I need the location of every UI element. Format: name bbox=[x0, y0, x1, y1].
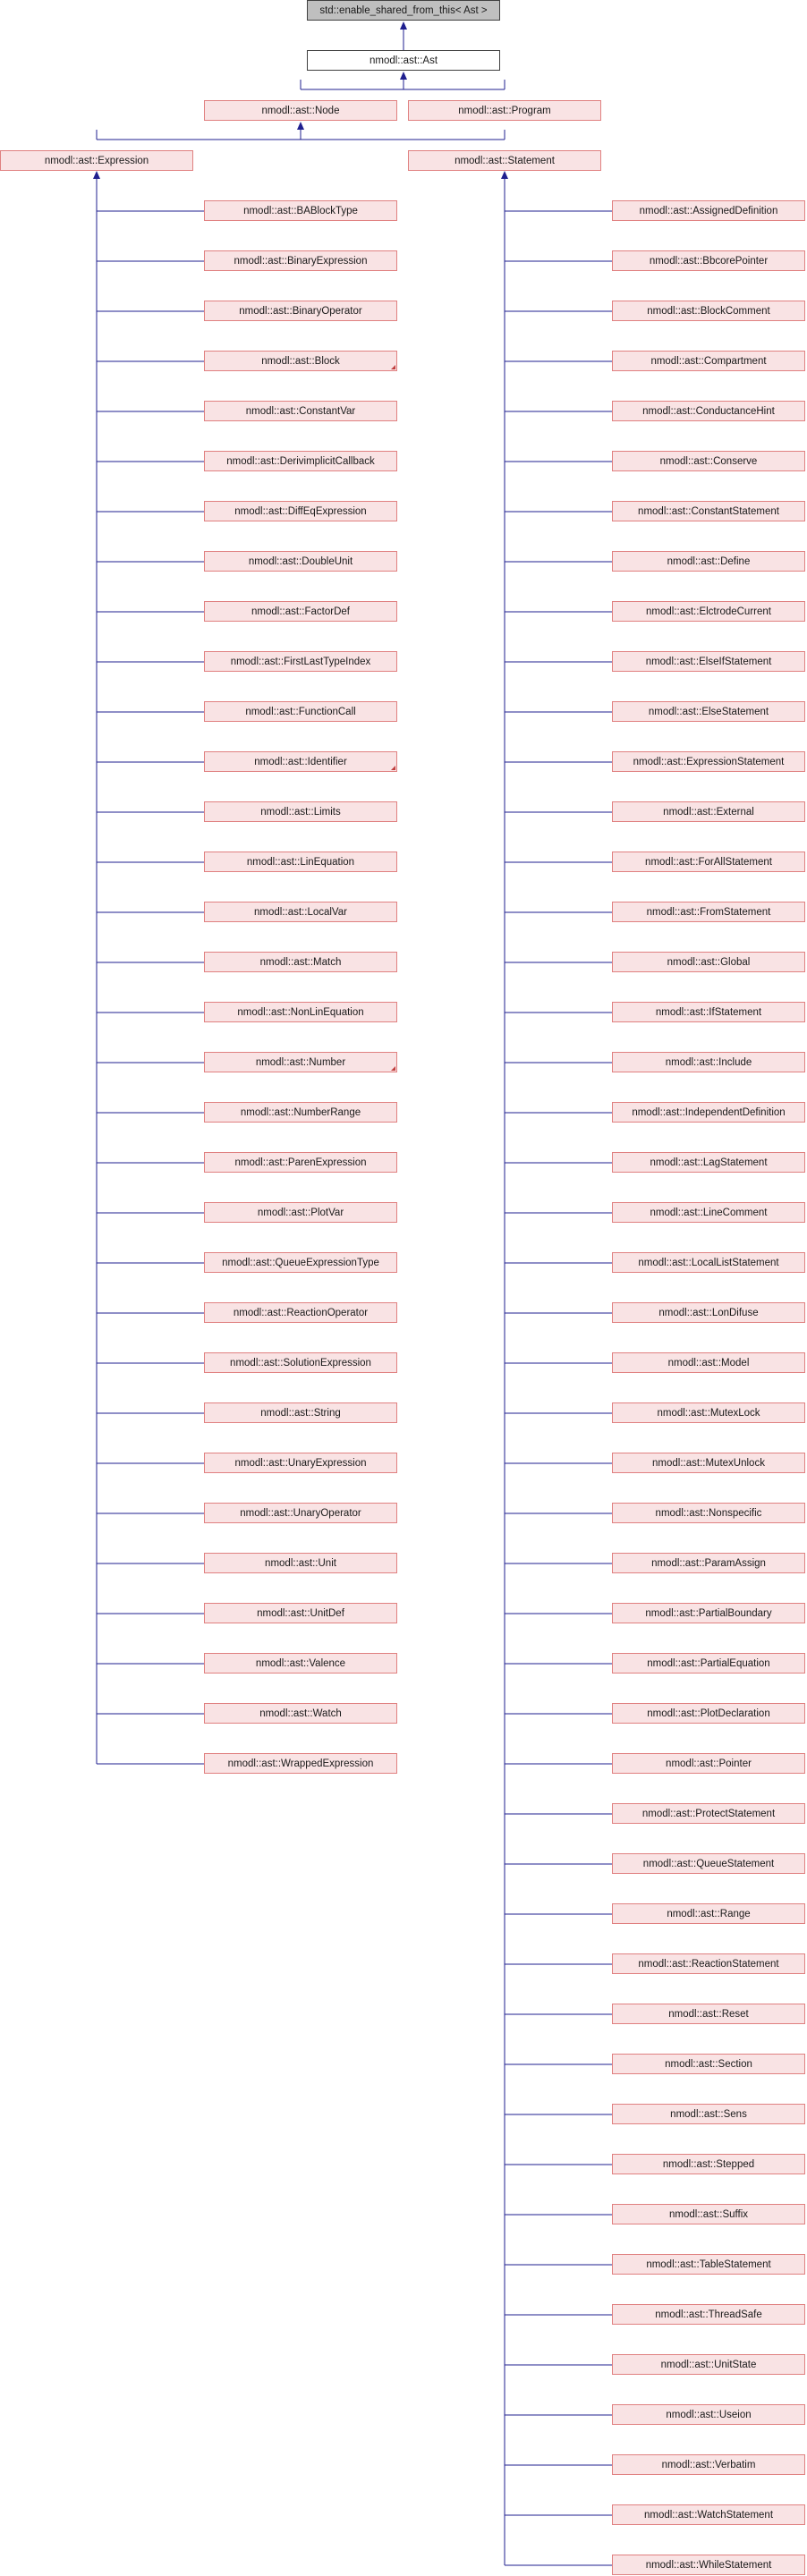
expression-subclass-diff-eq-expression[interactable]: nmodl::ast::DiffEqExpression bbox=[204, 501, 397, 521]
node-statement[interactable]: nmodl::ast::Statement bbox=[408, 150, 601, 171]
statement-subclass-else-statement[interactable]: nmodl::ast::ElseStatement bbox=[612, 701, 805, 722]
statement-subclass-mutex-unlock[interactable]: nmodl::ast::MutexUnlock bbox=[612, 1453, 805, 1473]
expression-subclass-local-var[interactable]: nmodl::ast::LocalVar bbox=[204, 902, 397, 922]
node-node[interactable]: nmodl::ast::Node bbox=[204, 100, 397, 121]
statement-subclass-thread-safe[interactable]: nmodl::ast::ThreadSafe bbox=[612, 2304, 805, 2325]
expression-subclass-limits[interactable]: nmodl::ast::Limits bbox=[204, 801, 397, 822]
arrowhead-node bbox=[297, 122, 304, 130]
expression-subclass-non-lin-equation[interactable]: nmodl::ast::NonLinEquation bbox=[204, 1002, 397, 1022]
expression-subclass-number[interactable]: nmodl::ast::Number bbox=[204, 1052, 397, 1072]
expression-subclass-unary-operator[interactable]: nmodl::ast::UnaryOperator bbox=[204, 1503, 397, 1523]
statement-subclass-conductance-hint[interactable]: nmodl::ast::ConductanceHint bbox=[612, 401, 805, 421]
statement-subclass-conserve[interactable]: nmodl::ast::Conserve bbox=[612, 451, 805, 471]
statement-subclass-stepped[interactable]: nmodl::ast::Stepped bbox=[612, 2154, 805, 2174]
statement-subclass-else-if-statement[interactable]: nmodl::ast::ElseIfStatement bbox=[612, 651, 805, 672]
statement-subclass-from-statement[interactable]: nmodl::ast::FromStatement bbox=[612, 902, 805, 922]
expression-subclass-unit-def[interactable]: nmodl::ast::UnitDef bbox=[204, 1603, 397, 1623]
statement-subclass-reset[interactable]: nmodl::ast::Reset bbox=[612, 2004, 805, 2024]
statement-subclass-arrowhead bbox=[501, 171, 508, 179]
node-ast[interactable]: nmodl::ast::Ast bbox=[307, 50, 500, 71]
expression-subclass-reaction-operator[interactable]: nmodl::ast::ReactionOperator bbox=[204, 1302, 397, 1323]
expression-subclass-binary-expression[interactable]: nmodl::ast::BinaryExpression bbox=[204, 250, 397, 271]
statement-subclass-partial-boundary[interactable]: nmodl::ast::PartialBoundary bbox=[612, 1603, 805, 1623]
statement-subclass-global[interactable]: nmodl::ast::Global bbox=[612, 952, 805, 972]
statement-subclass-sens[interactable]: nmodl::ast::Sens bbox=[612, 2104, 805, 2124]
statement-subclass-for-all-statement[interactable]: nmodl::ast::ForAllStatement bbox=[612, 852, 805, 872]
statement-subclass-bbcore-pointer[interactable]: nmodl::ast::BbcorePointer bbox=[612, 250, 805, 271]
statement-subclass-verbatim[interactable]: nmodl::ast::Verbatim bbox=[612, 2454, 805, 2475]
statement-subclass-assigned-definition[interactable]: nmodl::ast::AssignedDefinition bbox=[612, 200, 805, 221]
expression-subclass-arrowhead bbox=[93, 171, 100, 179]
statement-subclass-reaction-statement[interactable]: nmodl::ast::ReactionStatement bbox=[612, 1953, 805, 1974]
expression-subclass-solution-expression[interactable]: nmodl::ast::SolutionExpression bbox=[204, 1352, 397, 1373]
statement-subclass-local-list-statement[interactable]: nmodl::ast::LocalListStatement bbox=[612, 1252, 805, 1273]
expression-subclass-paren-expression[interactable]: nmodl::ast::ParenExpression bbox=[204, 1152, 397, 1173]
expression-subclass-queue-expression-type[interactable]: nmodl::ast::QueueExpressionType bbox=[204, 1252, 397, 1273]
expression-subclass-double-unit[interactable]: nmodl::ast::DoubleUnit bbox=[204, 551, 397, 572]
arrowhead-root bbox=[400, 21, 407, 30]
statement-subclass-queue-statement[interactable]: nmodl::ast::QueueStatement bbox=[612, 1853, 805, 1874]
statement-subclass-block-comment[interactable]: nmodl::ast::BlockComment bbox=[612, 301, 805, 321]
statement-subclass-watch-statement[interactable]: nmodl::ast::WatchStatement bbox=[612, 2504, 805, 2525]
expression-subclass-block[interactable]: nmodl::ast::Block bbox=[204, 351, 397, 371]
expression-subclass-wrapped-expression[interactable]: nmodl::ast::WrappedExpression bbox=[204, 1753, 397, 1774]
statement-subclass-line-comment[interactable]: nmodl::ast::LineComment bbox=[612, 1202, 805, 1223]
statement-subclass-unit-state[interactable]: nmodl::ast::UnitState bbox=[612, 2354, 805, 2375]
statement-subclass-useion[interactable]: nmodl::ast::Useion bbox=[612, 2404, 805, 2425]
expression-subclass-string[interactable]: nmodl::ast::String bbox=[204, 1402, 397, 1423]
expression-subclass-unary-expression[interactable]: nmodl::ast::UnaryExpression bbox=[204, 1453, 397, 1473]
expression-subclass-plot-var[interactable]: nmodl::ast::PlotVar bbox=[204, 1202, 397, 1223]
statement-subclass-lon-difuse[interactable]: nmodl::ast::LonDifuse bbox=[612, 1302, 805, 1323]
statement-subclass-elctrode-current[interactable]: nmodl::ast::ElctrodeCurrent bbox=[612, 601, 805, 622]
node-enable-shared-from-this[interactable]: std::enable_shared_from_this< Ast > bbox=[307, 0, 500, 21]
statement-subclass-pointer[interactable]: nmodl::ast::Pointer bbox=[612, 1753, 805, 1774]
expression-subclass-valence[interactable]: nmodl::ast::Valence bbox=[204, 1653, 397, 1674]
statement-subclass-mutex-lock[interactable]: nmodl::ast::MutexLock bbox=[612, 1402, 805, 1423]
expression-subclass-unit[interactable]: nmodl::ast::Unit bbox=[204, 1553, 397, 1573]
expression-subclass-constant-var[interactable]: nmodl::ast::ConstantVar bbox=[204, 401, 397, 421]
statement-subclass-section[interactable]: nmodl::ast::Section bbox=[612, 2054, 805, 2074]
statement-subclass-range[interactable]: nmodl::ast::Range bbox=[612, 1903, 805, 1924]
statement-subclass-nonspecific[interactable]: nmodl::ast::Nonspecific bbox=[612, 1503, 805, 1523]
statement-subclass-table-statement[interactable]: nmodl::ast::TableStatement bbox=[612, 2254, 805, 2275]
statement-subclass-plot-declaration[interactable]: nmodl::ast::PlotDeclaration bbox=[612, 1703, 805, 1724]
statement-subclass-independent-definition[interactable]: nmodl::ast::IndependentDefinition bbox=[612, 1102, 805, 1123]
statement-subclass-include[interactable]: nmodl::ast::Include bbox=[612, 1052, 805, 1072]
expression-subclass-first-last-type-index[interactable]: nmodl::ast::FirstLastTypeIndex bbox=[204, 651, 397, 672]
expression-subclass-binary-operator[interactable]: nmodl::ast::BinaryOperator bbox=[204, 301, 397, 321]
expression-subclass-lin-equation[interactable]: nmodl::ast::LinEquation bbox=[204, 852, 397, 872]
statement-subclass-protect-statement[interactable]: nmodl::ast::ProtectStatement bbox=[612, 1803, 805, 1824]
statement-subclass-model[interactable]: nmodl::ast::Model bbox=[612, 1352, 805, 1373]
statement-subclass-while-statement[interactable]: nmodl::ast::WhileStatement bbox=[612, 2555, 805, 2575]
expression-subclass-bablock-type[interactable]: nmodl::ast::BABlockType bbox=[204, 200, 397, 221]
statement-subclass-param-assign[interactable]: nmodl::ast::ParamAssign bbox=[612, 1553, 805, 1573]
statement-subclass-lag-statement[interactable]: nmodl::ast::LagStatement bbox=[612, 1152, 805, 1173]
statement-subclass-define[interactable]: nmodl::ast::Define bbox=[612, 551, 805, 572]
expression-subclass-number-range[interactable]: nmodl::ast::NumberRange bbox=[204, 1102, 397, 1123]
node-program[interactable]: nmodl::ast::Program bbox=[408, 100, 601, 121]
statement-subclass-if-statement[interactable]: nmodl::ast::IfStatement bbox=[612, 1002, 805, 1022]
statement-subclass-constant-statement[interactable]: nmodl::ast::ConstantStatement bbox=[612, 501, 805, 521]
expression-subclass-function-call[interactable]: nmodl::ast::FunctionCall bbox=[204, 701, 397, 722]
expression-subclass-derivimplicit-callback[interactable]: nmodl::ast::DerivimplicitCallback bbox=[204, 451, 397, 471]
expression-subclass-match[interactable]: nmodl::ast::Match bbox=[204, 952, 397, 972]
arrowhead-ast bbox=[400, 72, 407, 80]
statement-subclass-expression-statement[interactable]: nmodl::ast::ExpressionStatement bbox=[612, 751, 805, 772]
node-expression[interactable]: nmodl::ast::Expression bbox=[0, 150, 193, 171]
statement-subclass-external[interactable]: nmodl::ast::External bbox=[612, 801, 805, 822]
statement-subclass-suffix[interactable]: nmodl::ast::Suffix bbox=[612, 2204, 805, 2224]
expression-subclass-identifier[interactable]: nmodl::ast::Identifier bbox=[204, 751, 397, 772]
expression-subclass-factor-def[interactable]: nmodl::ast::FactorDef bbox=[204, 601, 397, 622]
statement-subclass-compartment[interactable]: nmodl::ast::Compartment bbox=[612, 351, 805, 371]
expression-subclass-watch[interactable]: nmodl::ast::Watch bbox=[204, 1703, 397, 1724]
statement-subclass-partial-equation[interactable]: nmodl::ast::PartialEquation bbox=[612, 1653, 805, 1674]
